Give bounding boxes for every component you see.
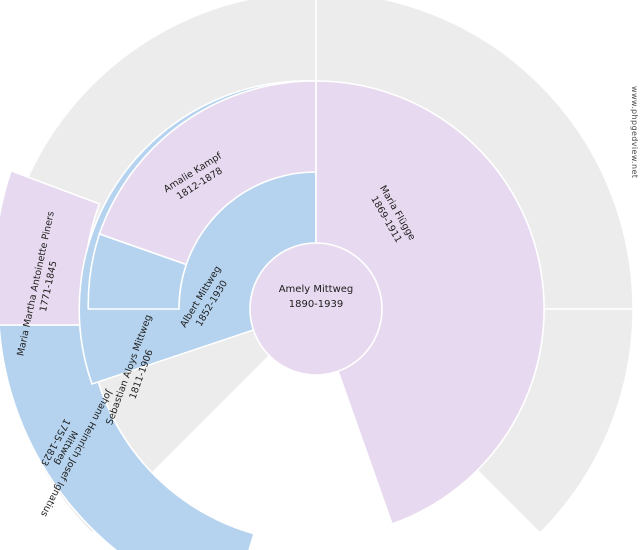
fan-segment-g1-mother[interactable]: [315, 80, 545, 526]
fan-segment-g3-fff[interactable]: [0, 324, 255, 550]
fan-segment-g2-fm-overlay[interactable]: [98, 80, 317, 266]
fan-label-center-dates: 1890-1939: [289, 299, 344, 310]
watermark-text: www.phpgedview.net: [630, 86, 639, 179]
fan-label-center-name: Amely Mittweg: [279, 284, 354, 295]
fan-center-circle[interactable]: [249, 242, 383, 376]
